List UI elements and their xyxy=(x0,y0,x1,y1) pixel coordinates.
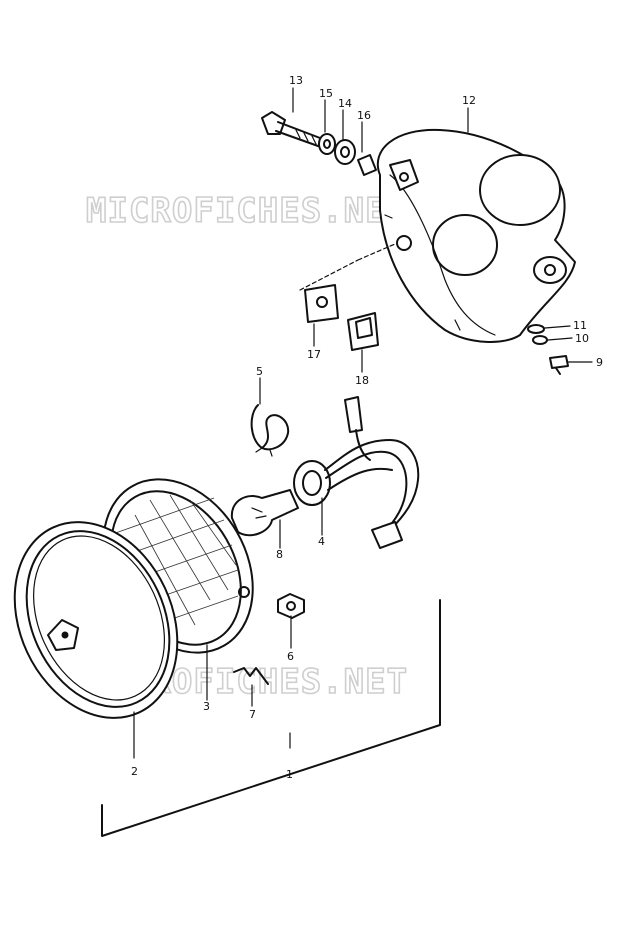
callout-3: 3 xyxy=(203,700,210,713)
callout-14: 14 xyxy=(338,97,352,110)
callout-16: 16 xyxy=(357,109,371,122)
spring-part-7 xyxy=(233,667,269,685)
washer-part-10 xyxy=(532,335,548,345)
callout-7: 7 xyxy=(249,708,256,721)
leader-lines xyxy=(251,87,593,707)
callout-labels: 13 15 14 16 12 17 18 11 10 9 5 4 8 6 7 3… xyxy=(131,74,603,781)
callout-5: 5 xyxy=(256,365,263,378)
callout-12: 12 xyxy=(462,94,476,107)
callout-6: 6 xyxy=(287,650,294,663)
spacer-part-16 xyxy=(357,154,377,176)
clip-part-17 xyxy=(304,284,339,323)
lock-washer-part-15 xyxy=(318,133,336,155)
headlight-rim-part-2 xyxy=(13,521,179,719)
washer-part-11 xyxy=(527,324,545,334)
callout-2: 2 xyxy=(131,765,138,778)
bulb-part-8 xyxy=(230,489,299,537)
callout-13: 13 xyxy=(289,74,303,87)
bulb-socket-harness-part-4 xyxy=(293,396,420,549)
callout-4: 4 xyxy=(318,535,325,548)
callout-1: 1 xyxy=(286,768,293,781)
callout-10: 10 xyxy=(575,332,589,345)
callout-17: 17 xyxy=(307,348,321,361)
washer-part-14 xyxy=(334,139,356,165)
callout-9: 9 xyxy=(596,356,603,369)
headlight-housing-part-12 xyxy=(376,128,576,343)
callout-11: 11 xyxy=(573,319,587,332)
callout-18: 18 xyxy=(355,374,369,387)
spring-clip-part-5 xyxy=(250,404,290,457)
assembly-bracket-part-1 xyxy=(101,599,441,837)
watermark-top: MICROFICHES.NET xyxy=(86,191,408,231)
nut-part-6 xyxy=(277,593,305,619)
screw-part-9 xyxy=(549,355,569,375)
callout-8: 8 xyxy=(276,548,283,561)
mounting-bolt-part-13 xyxy=(261,111,321,147)
nut-clip-part-18 xyxy=(347,312,379,351)
callout-15: 15 xyxy=(319,87,333,100)
